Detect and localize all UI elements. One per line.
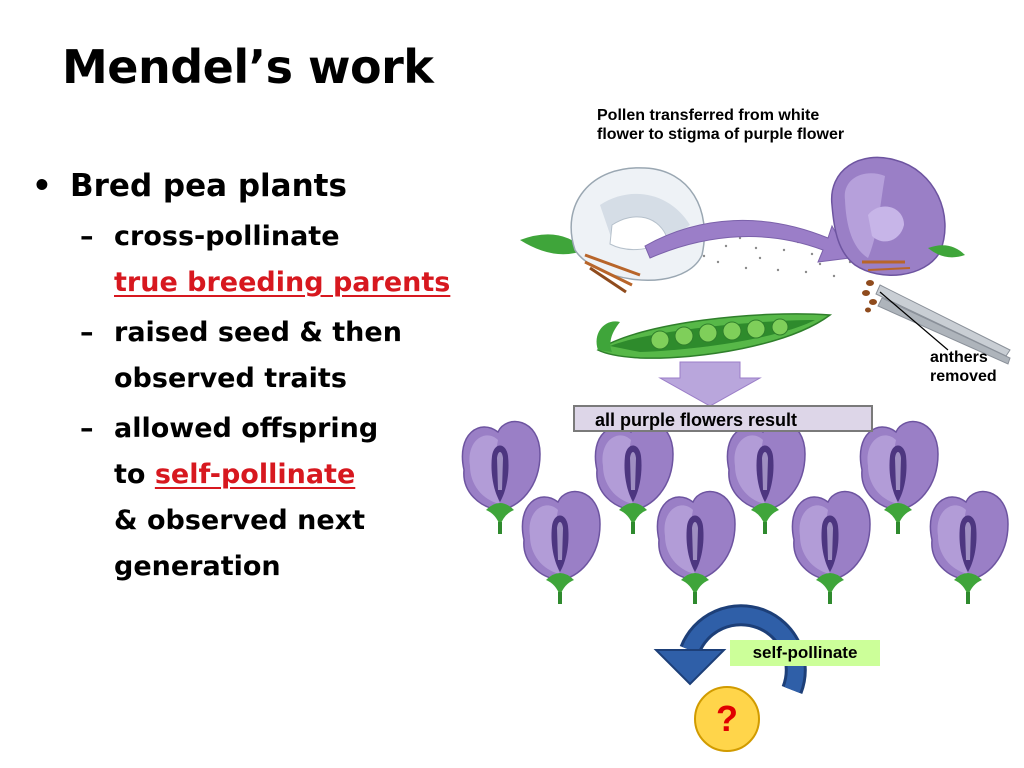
bullet-main: • Bred pea plants bbox=[28, 164, 488, 208]
sub-bullet-text: & observed next bbox=[114, 505, 366, 536]
sub-bullet-raised-seed: – raised seed & then observed traits bbox=[28, 310, 488, 402]
bullet-list: • Bred pea plants – cross-pollinate true … bbox=[28, 164, 488, 594]
bullet-main-text: Bred pea plants bbox=[70, 168, 347, 204]
question-icon: ? bbox=[694, 686, 760, 752]
anthers-caption: anthers removed bbox=[930, 348, 997, 386]
bullet-dash: – bbox=[80, 317, 94, 348]
offspring-flower bbox=[929, 490, 1009, 605]
sub-bullet-text: allowed offspring bbox=[114, 413, 379, 444]
offspring-flower bbox=[859, 420, 939, 535]
pollen-caption-line: Pollen transferred from white bbox=[597, 107, 820, 124]
bullet-dash: – bbox=[80, 413, 94, 444]
sub-bullet-text: cross-pollinate bbox=[114, 221, 340, 252]
forceps-icon bbox=[862, 280, 1011, 365]
self-pollinate-link: self-pollinate bbox=[154, 459, 356, 490]
anthers-caption-line: removed bbox=[930, 368, 997, 385]
sub-bullet-text: observed traits bbox=[114, 363, 347, 394]
offspring-flowers bbox=[461, 420, 1009, 605]
sub-bullet-text: to bbox=[114, 459, 155, 490]
down-arrow bbox=[658, 361, 762, 407]
purple-parent-flower bbox=[831, 156, 965, 276]
sub-bullet-text: raised seed & then bbox=[114, 317, 402, 348]
self-pollinate-label: self-pollinate bbox=[730, 640, 880, 666]
true-breeding-link: true breeding parents bbox=[114, 267, 451, 298]
white-flower bbox=[520, 167, 706, 294]
sub-bullet-offspring: – allowed offspring to self-pollinate & … bbox=[28, 406, 488, 590]
pollen-caption-line: flower to stigma of purple flower bbox=[597, 126, 845, 143]
sub-bullet-text: generation bbox=[114, 551, 281, 582]
offspring-flower bbox=[656, 490, 736, 605]
bullet-dot: • bbox=[32, 168, 52, 204]
bullet-dash: – bbox=[80, 221, 94, 252]
pea-pod bbox=[596, 313, 833, 359]
pollen-caption: Pollen transferred from white flower to … bbox=[597, 106, 844, 144]
offspring-flower bbox=[791, 490, 871, 605]
sub-bullet-cross-pollinate: – cross-pollinate true breeding parents bbox=[28, 214, 488, 306]
slide-title: Mendel’s work bbox=[62, 40, 434, 94]
anthers-caption-line: anthers bbox=[930, 349, 988, 366]
result-label: all purple flowers result bbox=[573, 405, 873, 432]
offspring-flower bbox=[521, 490, 601, 605]
